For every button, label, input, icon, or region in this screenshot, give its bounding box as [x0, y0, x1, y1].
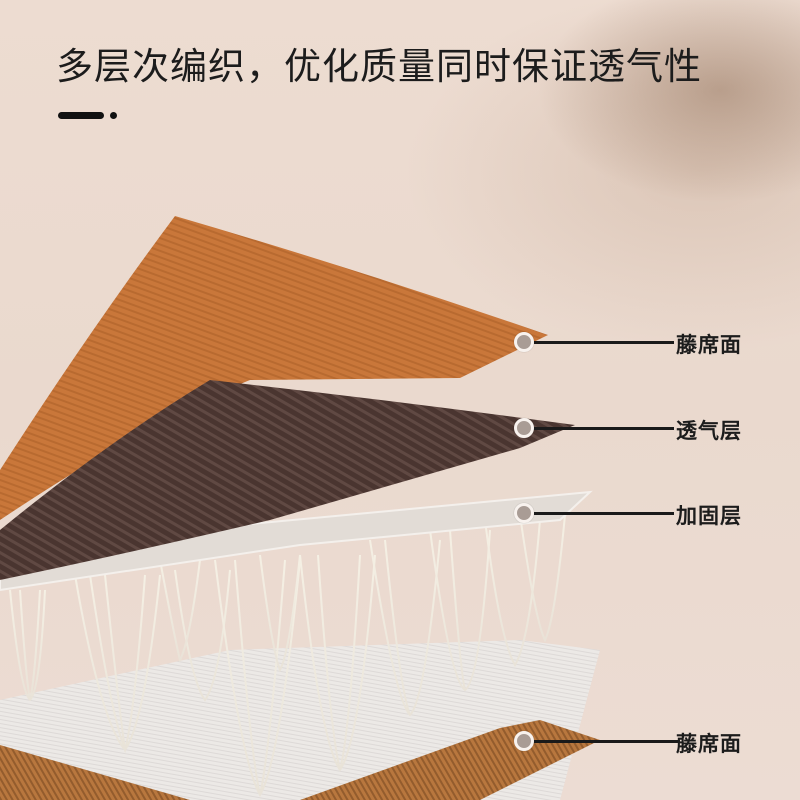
breathable-mesh-sheet — [0, 380, 575, 580]
callout-marker-icon — [514, 503, 534, 523]
rattan-top-sheet — [0, 216, 548, 520]
callout-line — [534, 511, 674, 515]
divider-dot — [110, 112, 117, 119]
divider-bar — [58, 112, 104, 119]
dash-dot-divider-icon — [58, 112, 117, 119]
callout-reinforced — [514, 503, 674, 523]
callout-marker-icon — [514, 332, 534, 352]
label-reinforced: 加固层 — [676, 504, 742, 528]
callout-breathable — [514, 418, 674, 438]
callout-marker-icon — [514, 731, 534, 751]
spacer-fibers — [9, 514, 566, 798]
label-rattan-bottom: 藤席面 — [676, 732, 742, 756]
callout-line — [534, 426, 674, 430]
callout-rattan-bottom — [514, 731, 680, 751]
headline: 多层次编织，优化质量同时保证透气性 — [56, 45, 702, 88]
label-rattan-top: 藤席面 — [676, 333, 742, 357]
callout-line — [534, 340, 674, 344]
callout-line — [534, 739, 680, 743]
rattan-bottom-left — [0, 745, 190, 800]
label-breathable: 透气层 — [676, 419, 742, 443]
callout-rattan-top — [514, 332, 674, 352]
callout-marker-icon — [514, 418, 534, 438]
